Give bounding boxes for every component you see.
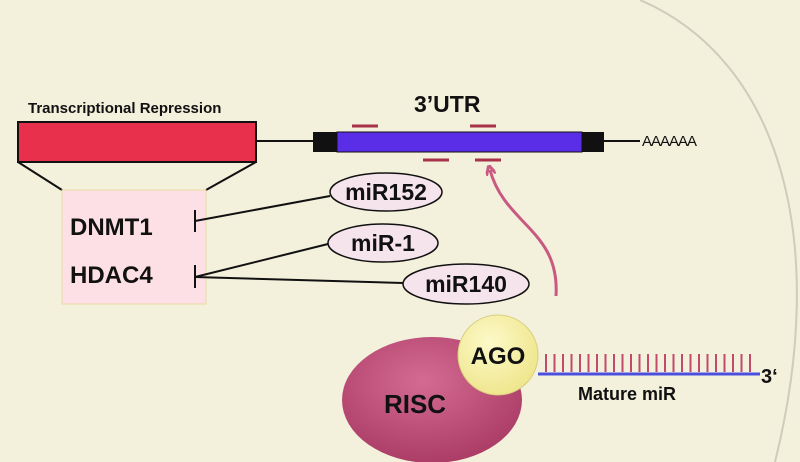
mirna-label-mir1: miR-1: [351, 230, 415, 256]
utr-bar: [336, 131, 583, 153]
ago-protein: [457, 314, 539, 396]
utr-cap-right: [582, 132, 604, 152]
inhibit-line-mir1: [194, 243, 329, 278]
mature-mir-label: Mature miR: [578, 384, 676, 404]
connector-right: [205, 161, 257, 191]
utr-cap-left: [313, 132, 337, 152]
mature-mir-bases: [545, 354, 751, 372]
transcriptional-repression-label: Transcriptional Repression: [28, 100, 221, 117]
targeting-arrow: [490, 170, 558, 297]
poly-a-tail: AAAAAA: [642, 133, 697, 150]
gene-dnmt1: DNMT1: [70, 214, 153, 241]
repression-box: [17, 121, 257, 163]
mirna-bubble-mir152: [329, 172, 443, 212]
ago-label: AGO: [471, 343, 526, 370]
mirna-bubble-mir140: [402, 263, 530, 305]
gene-hdac4: HDAC4: [70, 262, 153, 289]
utr-label: 3’UTR: [414, 91, 481, 117]
inhibit-line-mir152: [194, 195, 331, 222]
cell-boundary-arc: [639, 0, 798, 462]
mirna-label-mir140: miR140: [425, 271, 507, 297]
mirna-label-mir152: miR152: [345, 179, 427, 205]
risc-label: RISC: [384, 389, 446, 419]
mirna-bubble-mir1: [327, 223, 439, 263]
inhibit-line-mir140: [194, 276, 404, 284]
three-prime-label: 3‘: [761, 366, 778, 388]
connector-left: [17, 161, 63, 191]
gene-box: [61, 189, 207, 305]
